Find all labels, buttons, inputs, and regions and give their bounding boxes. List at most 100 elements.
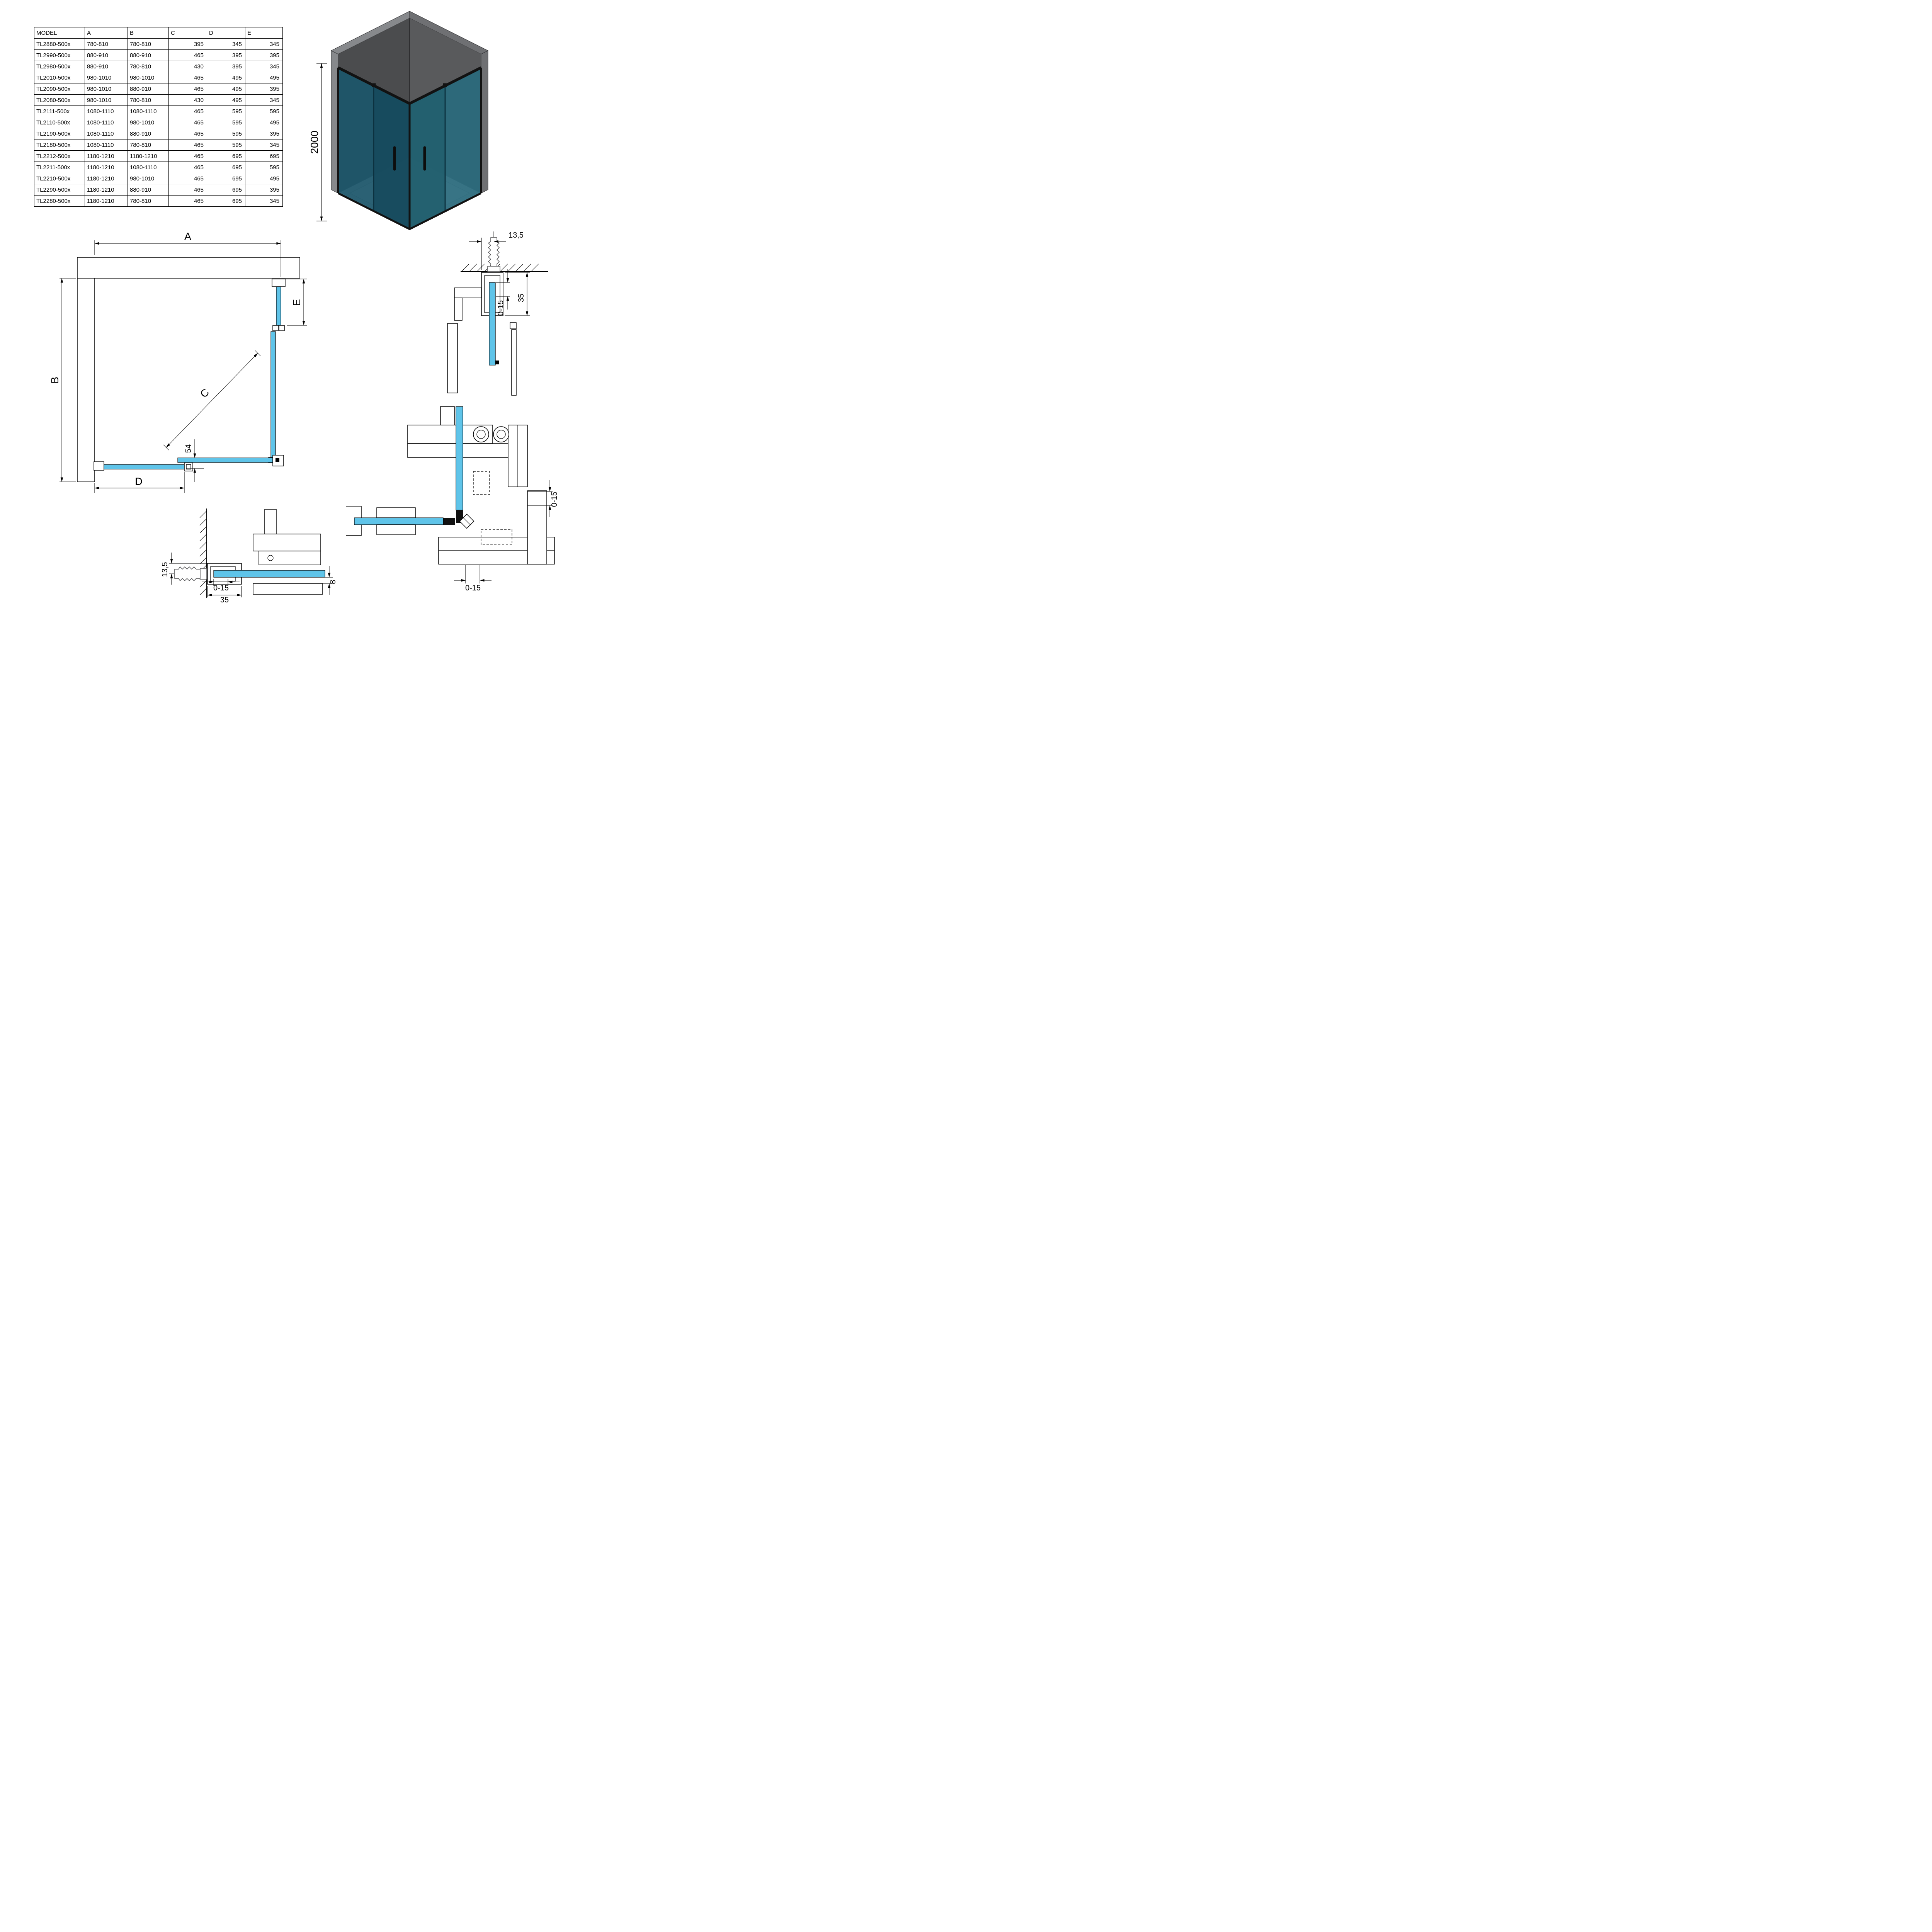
corner-dim-adjust-h-label: 0-15 bbox=[465, 584, 481, 592]
table-cell: 595 bbox=[207, 128, 245, 139]
corner-seals bbox=[443, 510, 474, 529]
table-cell: 980-1010 bbox=[85, 94, 128, 106]
table-header-cell: B bbox=[128, 27, 169, 39]
table-cell: 1180-1210 bbox=[85, 162, 128, 173]
table-cell: 495 bbox=[207, 83, 245, 95]
table-cell: 695 bbox=[207, 195, 245, 207]
table-cell: 1080-1110 bbox=[85, 139, 128, 151]
wall-plug-horizontal bbox=[174, 566, 207, 582]
table-cell: 780-810 bbox=[128, 38, 169, 50]
table-cell: 345 bbox=[245, 38, 283, 50]
table-cell: 395 bbox=[207, 49, 245, 61]
table-cell: 465 bbox=[168, 139, 207, 151]
detail-h-dim-depth-label: 35 bbox=[220, 596, 229, 604]
table-header-cell: MODEL bbox=[34, 27, 85, 39]
table-cell: 465 bbox=[168, 150, 207, 162]
table-cell: TL2111-500x bbox=[34, 105, 85, 117]
table-cell: 595 bbox=[245, 105, 283, 117]
iso-glass-panels bbox=[338, 68, 481, 229]
table-cell: TL2110-500x bbox=[34, 117, 85, 128]
table-cell: 345 bbox=[245, 61, 283, 72]
detail-h-wall-hatch bbox=[199, 509, 207, 598]
table-cell: 980-1010 bbox=[128, 117, 169, 128]
table-cell: TL2280-500x bbox=[34, 195, 85, 207]
table-cell: 980-1010 bbox=[128, 72, 169, 83]
table-cell: 1180-1210 bbox=[85, 195, 128, 207]
corner-lower-profiles bbox=[438, 490, 555, 565]
plan-right-glass bbox=[268, 279, 286, 463]
table-header-cell: A bbox=[85, 27, 128, 39]
corner-profiles bbox=[407, 406, 528, 495]
table-cell: 880-910 bbox=[128, 128, 169, 139]
table-cell: 465 bbox=[168, 184, 207, 196]
table-cell: TL2080-500x bbox=[34, 94, 85, 106]
plan-dim-a: A bbox=[94, 232, 281, 277]
table-header-cell: E bbox=[245, 27, 283, 39]
table-cell: 695 bbox=[207, 173, 245, 184]
table-header-cell: C bbox=[168, 27, 207, 39]
table-cell: 1180-1210 bbox=[85, 173, 128, 184]
detail-v-glass bbox=[489, 282, 496, 366]
wall-profile-horizontal-detail: 13,5 0-15 35 bbox=[161, 509, 337, 604]
table-cell: 345 bbox=[245, 94, 283, 106]
table-cell: 465 bbox=[168, 128, 207, 139]
table-cell: 1180-1210 bbox=[85, 184, 128, 196]
table-cell: TL2212-500x bbox=[34, 150, 85, 162]
table-cell: 495 bbox=[245, 173, 283, 184]
table-cell: 1080-1110 bbox=[85, 105, 128, 117]
table-cell: TL2880-500x bbox=[34, 38, 85, 50]
table-cell: 695 bbox=[207, 184, 245, 196]
table-cell: 345 bbox=[245, 139, 283, 151]
detail-v-dim-plug: 13,5 bbox=[469, 231, 524, 270]
table-cell: TL2190-500x bbox=[34, 128, 85, 139]
table-cell: 1180-1210 bbox=[85, 150, 128, 162]
plan-bottom-fixed-panel bbox=[104, 464, 185, 469]
table-cell: 1080-1110 bbox=[128, 162, 169, 173]
table-cell: TL2010-500x bbox=[34, 72, 85, 83]
plan-dim-d: D bbox=[94, 472, 185, 493]
table-cell: 880-910 bbox=[128, 83, 169, 95]
table-cell: 495 bbox=[245, 117, 283, 128]
table-cell: TL2980-500x bbox=[34, 61, 85, 72]
plan-dim-b-label: B bbox=[50, 377, 61, 384]
detail-v-dim-adjust: 0-15 bbox=[496, 269, 510, 316]
plan-right-fixed-panel bbox=[276, 286, 281, 326]
wall-profile-vertical-detail: 13,5 0-15 35 bbox=[447, 231, 548, 396]
table-cell: 1080-1110 bbox=[85, 117, 128, 128]
table-cell: 980-1010 bbox=[85, 83, 128, 95]
plan-bottom-glass bbox=[94, 455, 284, 471]
corner-dim-adjust-h: 0-15 bbox=[454, 565, 492, 592]
corner-dim-adjust-v: 0-15 bbox=[527, 480, 559, 517]
plan-dim-e-label: E bbox=[291, 299, 303, 306]
corner-vertical-glass bbox=[456, 406, 463, 510]
table-cell: 465 bbox=[168, 162, 207, 173]
table-cell: 465 bbox=[168, 173, 207, 184]
detail-h-dim-plug: 13,5 bbox=[161, 553, 207, 585]
table-cell: 1080-1110 bbox=[85, 128, 128, 139]
table-cell: 465 bbox=[168, 83, 207, 95]
table-cell: TL2290-500x bbox=[34, 184, 85, 196]
roller bbox=[473, 426, 489, 442]
detail-h-dim-gap-label: 8 bbox=[329, 580, 337, 584]
iso-height-label: 2000 bbox=[309, 131, 320, 154]
detail-v-dim-adjust-label: 0-15 bbox=[497, 300, 505, 316]
table-cell: 880-910 bbox=[128, 49, 169, 61]
plan-view: A B E bbox=[50, 232, 307, 493]
table-cell: 595 bbox=[207, 117, 245, 128]
table-cell: 395 bbox=[207, 61, 245, 72]
corner-horizontal-assembly bbox=[346, 506, 444, 536]
detail-h-door-guide bbox=[253, 509, 323, 595]
detail-v-dim-depth: 35 bbox=[505, 272, 530, 316]
table-cell: TL2180-500x bbox=[34, 139, 85, 151]
table-cell: 880-910 bbox=[85, 49, 128, 61]
plan-dim-offset-label: 54 bbox=[184, 444, 193, 453]
